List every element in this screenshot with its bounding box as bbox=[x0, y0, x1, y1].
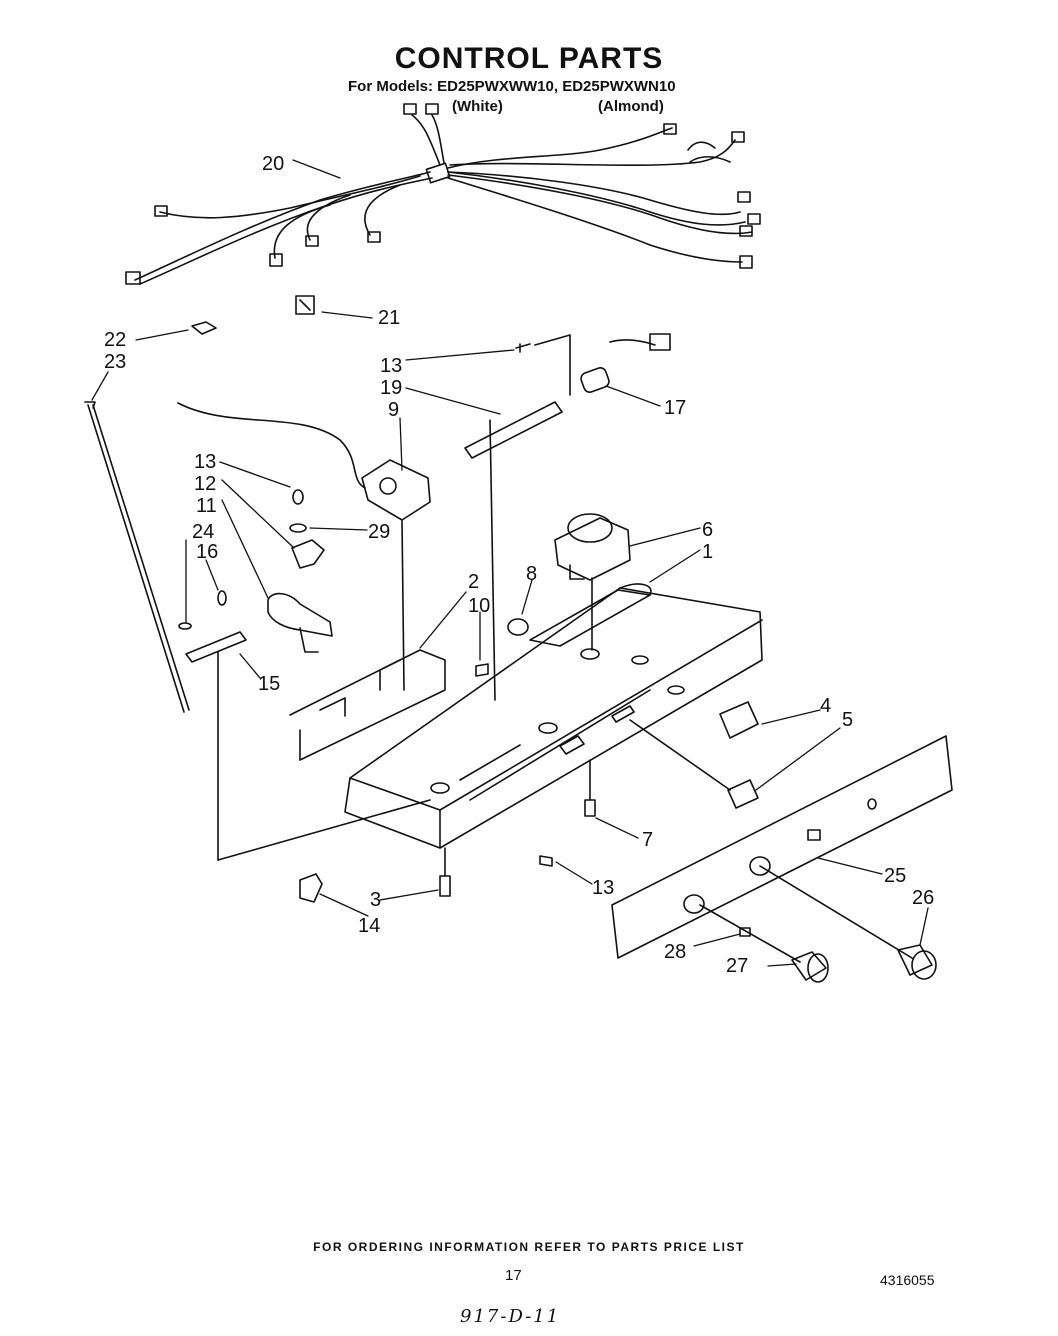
callout-13-b: 13 bbox=[194, 451, 216, 473]
callout-5: 5 bbox=[842, 709, 853, 731]
page-number: 17 bbox=[505, 1267, 522, 1284]
parts-15-16-24 bbox=[178, 590, 431, 861]
document-number: 4316055 bbox=[880, 1272, 935, 1288]
part-22-clip bbox=[191, 321, 217, 335]
callout-labels: 20 21 22 23 13 19 9 17 13 12 11 29 24 16… bbox=[104, 153, 934, 977]
part-9-control bbox=[177, 402, 431, 691]
callout-12: 12 bbox=[194, 473, 216, 495]
callout-7: 7 bbox=[642, 829, 653, 851]
callout-10: 10 bbox=[468, 595, 490, 617]
callout-24: 24 bbox=[192, 521, 214, 543]
callout-13-a: 13 bbox=[380, 355, 402, 377]
callout-21: 21 bbox=[378, 307, 400, 329]
callout-13-c: 13 bbox=[592, 877, 614, 899]
callout-27: 27 bbox=[726, 955, 748, 977]
callout-17: 17 bbox=[664, 397, 686, 419]
callout-9: 9 bbox=[388, 399, 399, 421]
parts-13-17-19 bbox=[464, 333, 671, 701]
part-23-rod bbox=[84, 401, 190, 713]
leader-lines bbox=[91, 159, 929, 967]
page-title: CONTROL PARTS bbox=[394, 42, 664, 75]
screws-3-7-13 bbox=[439, 759, 596, 897]
handwritten-note: 917-D-11 bbox=[460, 1306, 561, 1327]
variant-white: (White) bbox=[452, 98, 503, 115]
callout-16: 16 bbox=[196, 541, 218, 563]
callout-20: 20 bbox=[262, 153, 284, 175]
models-line: For Models: ED25PWXWW10, ED25PWXWN10 bbox=[348, 78, 676, 95]
callout-1: 1 bbox=[702, 541, 713, 563]
parts-4-5-switches bbox=[629, 701, 759, 809]
callout-3: 3 bbox=[370, 889, 381, 911]
wiring-harness bbox=[125, 103, 761, 285]
callout-8: 8 bbox=[526, 563, 537, 585]
callout-29: 29 bbox=[368, 521, 390, 543]
parts-11-12-13-29 bbox=[267, 489, 333, 653]
callout-26: 26 bbox=[912, 887, 934, 909]
callout-22: 22 bbox=[104, 329, 126, 351]
callout-25: 25 bbox=[884, 865, 906, 887]
part-2-bracket bbox=[289, 649, 446, 761]
part-21-clip bbox=[295, 295, 315, 315]
callout-15: 15 bbox=[258, 673, 280, 695]
callout-19: 19 bbox=[380, 377, 402, 399]
part-14-clip bbox=[299, 873, 323, 903]
callout-23: 23 bbox=[104, 351, 126, 373]
callout-11: 11 bbox=[196, 495, 217, 517]
callout-6: 6 bbox=[702, 519, 713, 541]
variant-almond: (Almond) bbox=[598, 98, 664, 115]
parts-26-27-28 bbox=[699, 865, 937, 983]
callout-28: 28 bbox=[664, 941, 686, 963]
part-25-panel bbox=[611, 735, 953, 959]
parts-6-8 bbox=[507, 513, 631, 651]
callout-14: 14 bbox=[358, 915, 380, 937]
part-10-screw bbox=[475, 663, 489, 677]
callout-2: 2 bbox=[468, 571, 479, 593]
part-1-housing bbox=[344, 583, 763, 849]
ordering-note: FOR ORDERING INFORMATION REFER TO PARTS … bbox=[313, 1240, 745, 1254]
callout-4: 4 bbox=[820, 695, 831, 717]
